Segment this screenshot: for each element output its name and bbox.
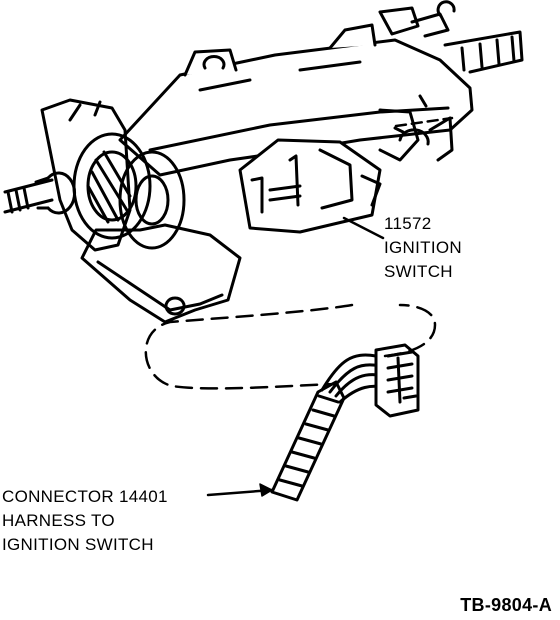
connector-label: CONNECTOR 14401 HARNESS TO IGNITION SWIT… xyxy=(2,485,168,557)
steering-column-illustration xyxy=(3,0,524,324)
ignition-switch-leader-line xyxy=(342,216,385,240)
connector-label-line2: HARNESS TO xyxy=(2,511,115,530)
connector-label-line3: IGNITION SWITCH xyxy=(2,535,154,554)
ignition-switch-part-number: 11572 xyxy=(384,214,432,233)
connector-leader-arrowhead xyxy=(259,483,273,497)
figure-id: TB-9804-A xyxy=(460,595,552,615)
connector-label-line1: CONNECTOR 14401 xyxy=(2,487,168,506)
ignition-switch-label: 11572 IGNITION SWITCH xyxy=(384,212,462,284)
connection-dashed-loop xyxy=(144,303,437,390)
ignition-switch-label-line1: IGNITION xyxy=(384,238,462,257)
ignition-switch-label-line2: SWITCH xyxy=(384,262,453,281)
connector-harness-illustration xyxy=(270,343,420,502)
